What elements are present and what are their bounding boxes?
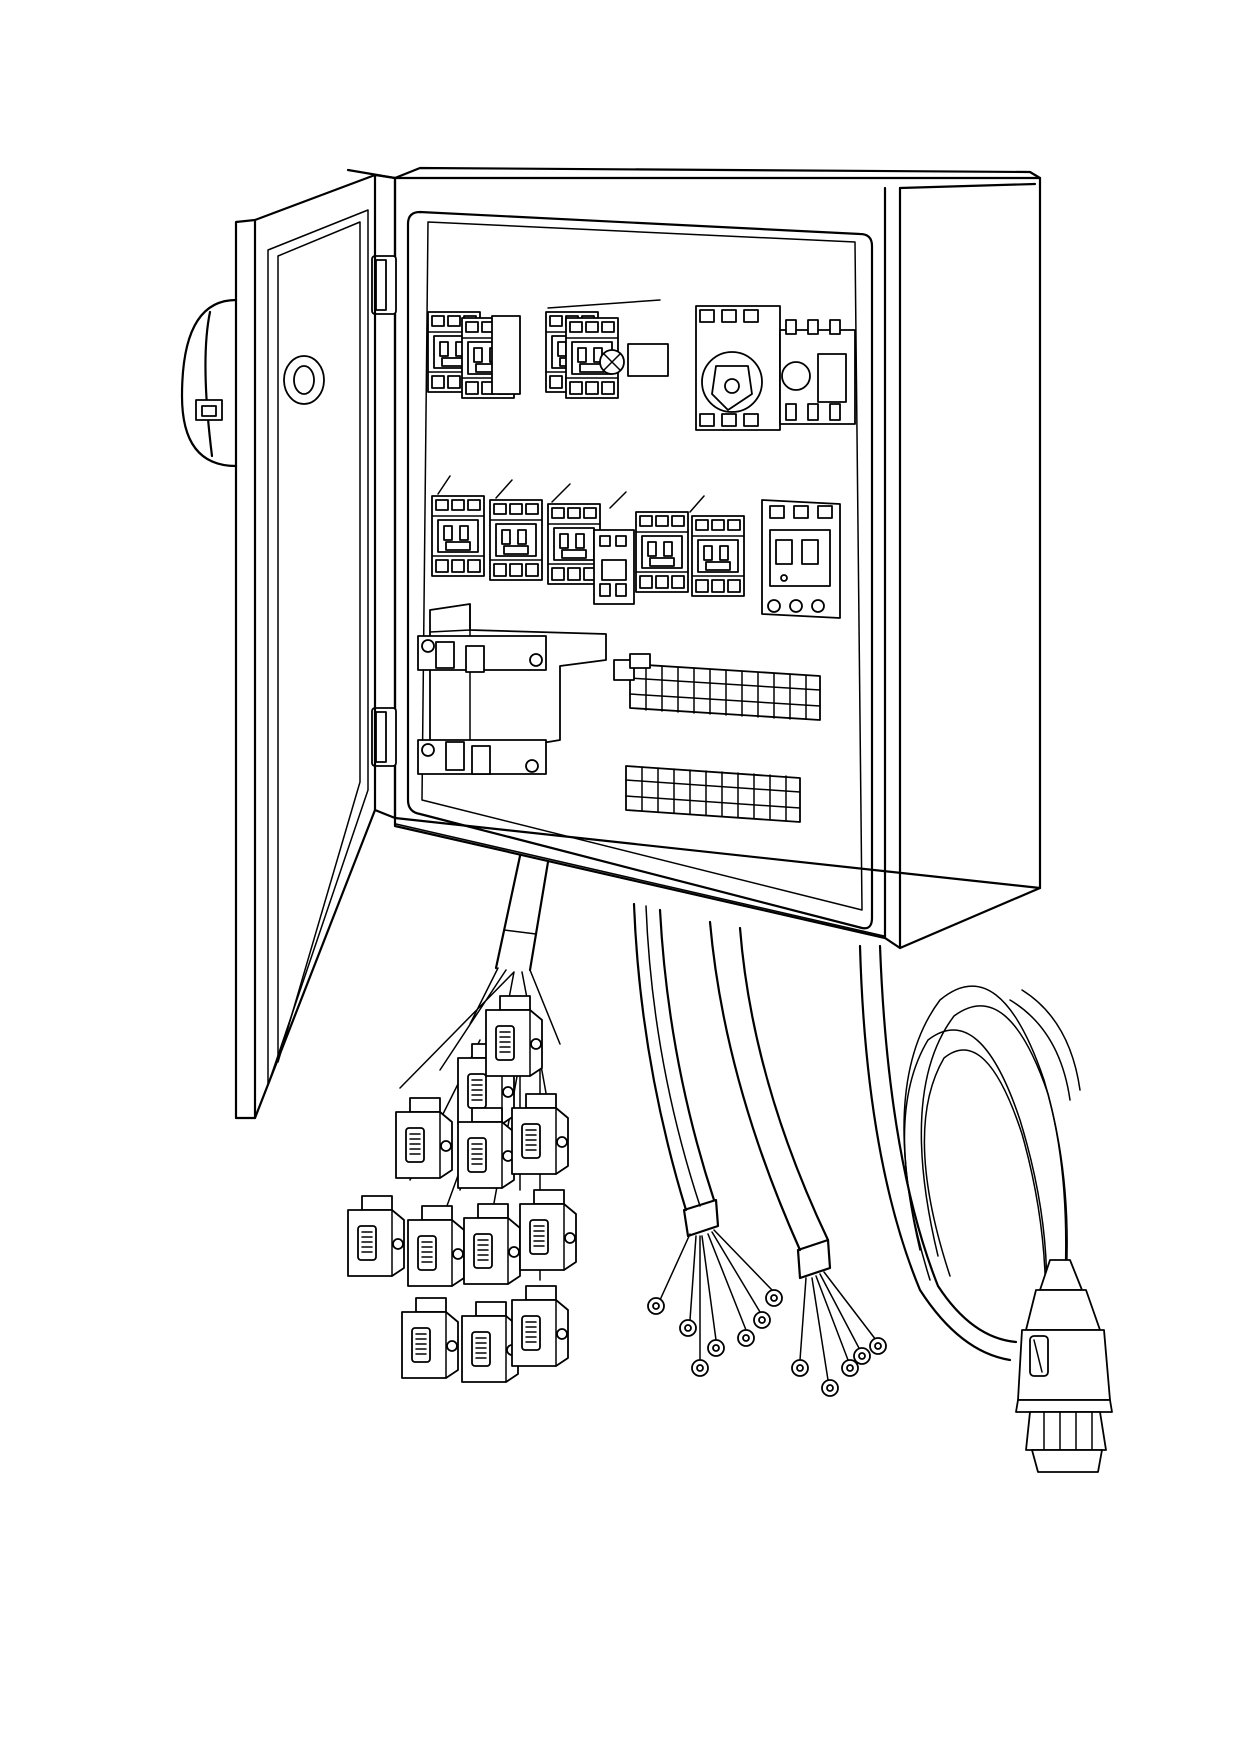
- solenoid-connector: [511, 1285, 569, 1367]
- industrial-plug: [1015, 1259, 1113, 1473]
- motor-protection-breaker: [761, 499, 841, 619]
- rotary-main-switch: [695, 305, 856, 431]
- ring-terminal-cable-a: [632, 902, 783, 1377]
- open-door: [234, 173, 397, 1120]
- contactor-row-2: [431, 475, 745, 605]
- solenoid-connector: [519, 1189, 577, 1271]
- solenoid-connector: [485, 995, 543, 1077]
- ring-terminal-cable-b: [708, 920, 887, 1397]
- solenoid-harness: [347, 854, 577, 1383]
- door-hinges: [371, 255, 397, 767]
- solenoid-connector: [347, 1195, 405, 1277]
- solenoid-connector: [461, 1301, 519, 1383]
- door-handle-knob: [180, 298, 325, 468]
- terminal-strip-lower: [625, 765, 801, 823]
- control-transformer: [417, 603, 607, 775]
- solenoid-connector: [463, 1203, 521, 1285]
- contactor-row-1: [427, 299, 669, 399]
- solenoid-connector: [407, 1205, 465, 1287]
- solenoid-connector: [395, 1097, 453, 1179]
- mounting-plate: [406, 210, 874, 930]
- solenoid-connector: [401, 1297, 459, 1379]
- terminal-strip-upper: [613, 653, 821, 721]
- coiled-power-cable: [858, 944, 1081, 1362]
